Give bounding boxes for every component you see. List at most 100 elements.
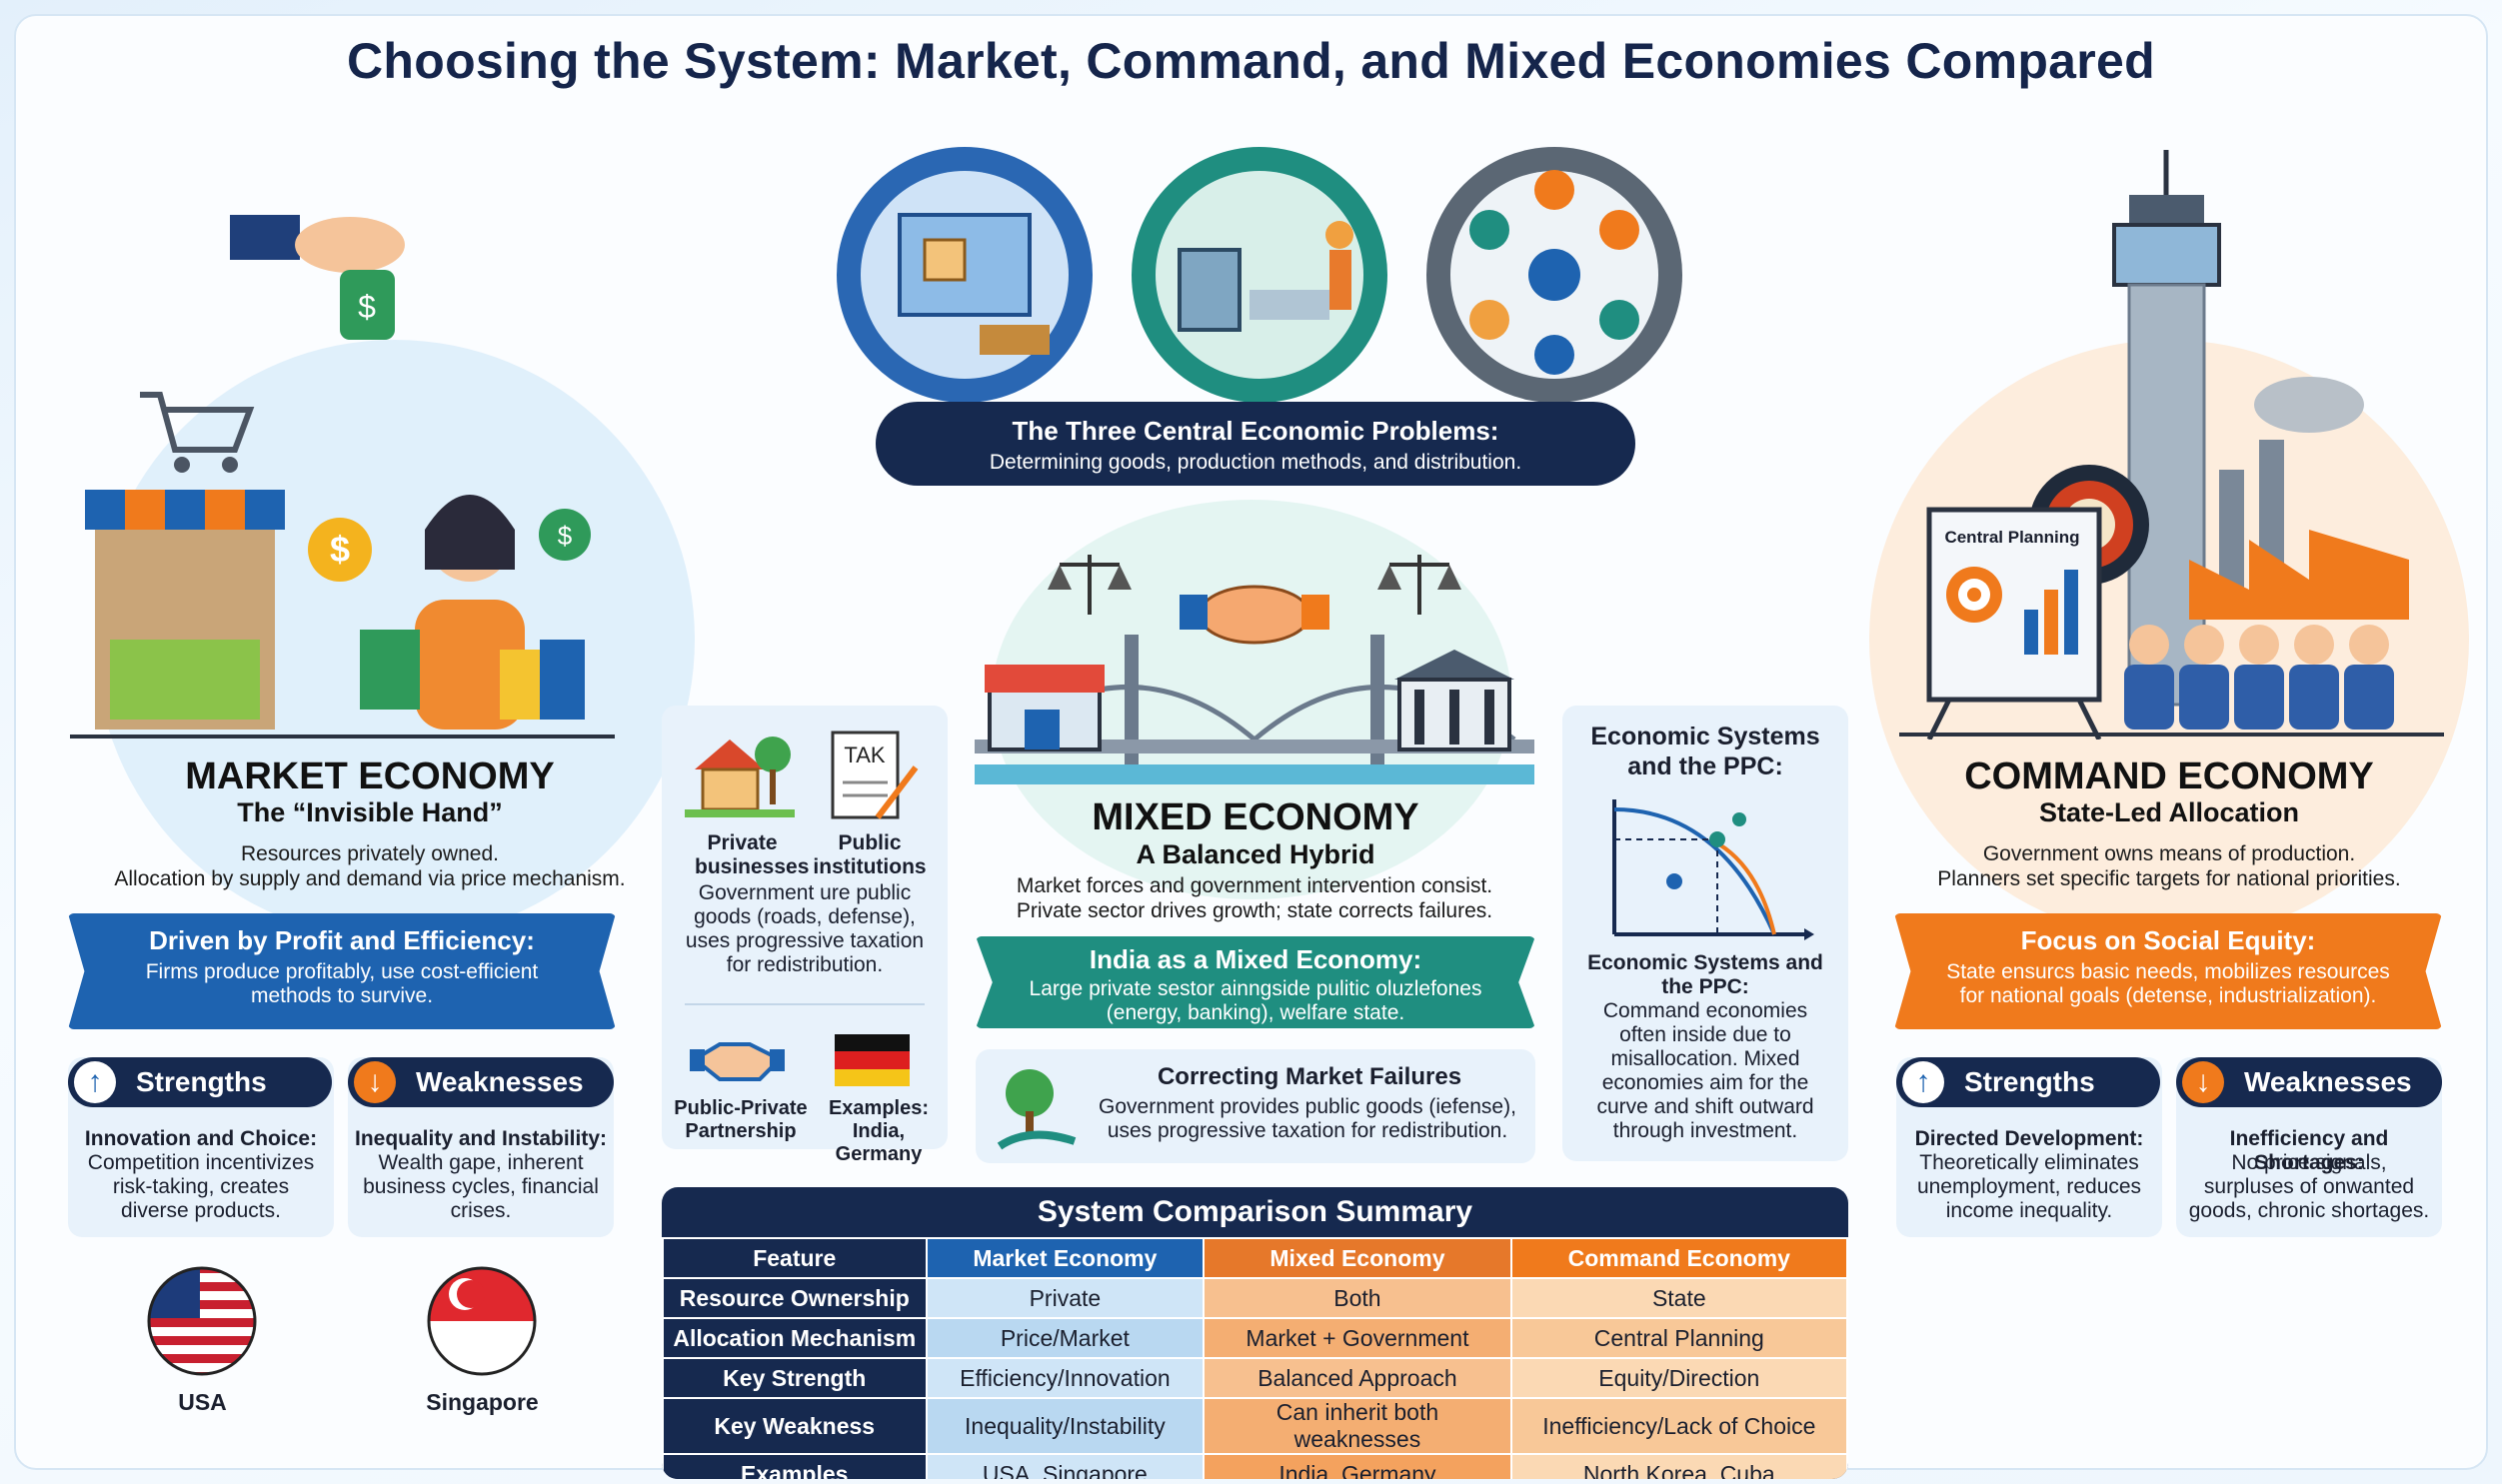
table-cell: Price/Market bbox=[925, 1317, 1206, 1359]
table-cell: State bbox=[1509, 1277, 1848, 1319]
summary-title: System Comparison Summary bbox=[1037, 1195, 1473, 1228]
summary-table: Feature Market Economy Mixed Economy Com… bbox=[662, 1237, 1848, 1479]
command-strengths-title: Directed Development: bbox=[1914, 1127, 2144, 1150]
handshake-icon bbox=[690, 1042, 785, 1081]
tree-road-icon bbox=[997, 1069, 1077, 1150]
command-desc-1: Government owns means of production. bbox=[1982, 842, 2356, 865]
market-failures-title: Correcting Market Failures bbox=[1157, 1063, 1462, 1090]
hand-money-icon: $ bbox=[230, 215, 405, 340]
svg-text:$: $ bbox=[358, 289, 376, 325]
command-economy-illustration bbox=[1899, 150, 2444, 740]
table-cell: Equity/Direction bbox=[1509, 1357, 1848, 1399]
table-cell: North Korea, Cuba bbox=[1509, 1453, 1848, 1479]
market-economy-illustration: $ $ $ bbox=[70, 215, 615, 739]
germany-flag-icon bbox=[835, 1034, 910, 1086]
table-cell: USA, Singapore bbox=[925, 1453, 1206, 1479]
usa-label: USA bbox=[178, 1389, 227, 1415]
header-cell-mixed: Mixed Economy bbox=[1203, 1237, 1512, 1279]
people-network-gear-icon bbox=[1426, 147, 1682, 403]
singapore-flag-icon bbox=[427, 1266, 537, 1376]
row-label: Key Strength bbox=[662, 1357, 928, 1399]
mixed-economy-bridge-illustration bbox=[975, 555, 1534, 784]
india-mixed-banner: India as a Mixed Economy: Large private … bbox=[976, 936, 1535, 1028]
row-label: Key Weakness bbox=[662, 1397, 928, 1455]
center-handshake-icon bbox=[1180, 585, 1329, 645]
shopping-cart-icon bbox=[140, 392, 255, 473]
three-problems-banner: The Three Central Economic Problems: Det… bbox=[876, 402, 1635, 486]
factory-gear-icon bbox=[1132, 147, 1387, 403]
table-cell: Inefficiency/Lack of Choice bbox=[1509, 1397, 1848, 1455]
speech-dollar-icon: $ bbox=[539, 509, 591, 561]
svg-text:$: $ bbox=[330, 529, 350, 570]
market-failures-body: Government provides public goods (iefens… bbox=[1099, 1095, 1516, 1142]
command-subheading: State-Led Allocation bbox=[2038, 797, 2300, 827]
mixed-desc-1: Market forces and government interventio… bbox=[1016, 874, 1493, 897]
three-problems-title: The Three Central Economic Problems: bbox=[1012, 416, 1499, 446]
mixed-desc-2: Private sector drives growth; state corr… bbox=[1016, 899, 1493, 922]
three-problems-gears-illustration bbox=[837, 147, 1682, 403]
command-banner-body: State ensurcs basic needs, mobilizes res… bbox=[1946, 960, 2390, 1007]
comparison-summary: System Comparison Summary Feature Market… bbox=[662, 1187, 1848, 1479]
row-label: Allocation Mechanism bbox=[662, 1317, 928, 1359]
card-divider bbox=[685, 1003, 925, 1005]
government-building-icon bbox=[1394, 650, 1514, 751]
command-strengths-pill: ↑ Strengths bbox=[1896, 1057, 2160, 1107]
table-row: Resource Ownership Private Both State bbox=[662, 1277, 1848, 1319]
market-profit-banner: Driven by Profit and Efficiency: Firms p… bbox=[68, 913, 616, 1029]
market-weaknesses-pill: ↓ Weaknesses bbox=[348, 1057, 614, 1107]
workers-group-icon bbox=[2124, 625, 2394, 730]
command-strengths-label: Strengths bbox=[1964, 1066, 2095, 1097]
market-strengths-pill: ↑ Strengths bbox=[68, 1057, 332, 1107]
market-banner-title: Driven by Profit and Efficiency: bbox=[149, 925, 535, 955]
table-cell: Balanced Approach bbox=[1203, 1357, 1512, 1399]
table-row: Allocation Mechanism Price/Market Market… bbox=[662, 1317, 1848, 1359]
scales-left-icon bbox=[1048, 555, 1132, 615]
table-cell: Inequality/Instability bbox=[925, 1397, 1206, 1455]
market-banner-body: Firms produce profitably, use cost-effic… bbox=[145, 960, 539, 1007]
three-problems-body: Determining goods, production methods, a… bbox=[989, 451, 1522, 474]
market-strengths-label: Strengths bbox=[136, 1066, 267, 1097]
market-strengths-body: Competition incentivizes risk-taking, cr… bbox=[87, 1151, 315, 1222]
india-banner-body: Large private sestor ainngside pulitic o… bbox=[1029, 977, 1482, 1024]
tax-document-icon: TAK bbox=[831, 731, 919, 819]
command-weaknesses-pill: ↓ Weaknesses bbox=[2176, 1057, 2442, 1107]
svg-text:$: $ bbox=[558, 521, 573, 551]
table-cell: Private bbox=[925, 1277, 1206, 1319]
market-weaknesses-label: Weaknesses bbox=[416, 1066, 584, 1097]
table-cell: Can inherit both weaknesses bbox=[1203, 1397, 1512, 1455]
arrow-down-icon: ↓ bbox=[2182, 1061, 2224, 1103]
ppc-title: Economic Systems and the PPC: bbox=[1590, 723, 1820, 780]
header-cell-feature: Feature bbox=[662, 1237, 928, 1279]
singapore-label: Singapore bbox=[426, 1389, 539, 1415]
scales-right-icon bbox=[1377, 555, 1461, 615]
arrow-up-icon: ↑ bbox=[1902, 1061, 1944, 1103]
ppp-label: Public-Private Partnership bbox=[674, 1097, 808, 1142]
arrow-down-icon: ↓ bbox=[354, 1061, 396, 1103]
command-equity-banner: Focus on Social Equity: State ensurcs ba… bbox=[1894, 913, 2442, 1029]
tax-label: TAK bbox=[844, 742, 885, 767]
row-label: Examples bbox=[662, 1453, 928, 1479]
market-strengths-title: Innovation and Choice: bbox=[84, 1127, 318, 1150]
command-banner-title: Focus on Social Equity: bbox=[2020, 925, 2316, 955]
command-strengths-body: Theoretically eliminates unemployment, r… bbox=[1916, 1151, 2142, 1222]
market-failures-card bbox=[976, 1049, 1535, 1163]
table-row: Examples USA, Singapore India, Germany N… bbox=[662, 1453, 1848, 1479]
table-cell: Efficiency/Innovation bbox=[925, 1357, 1206, 1399]
examples-label: Examples: India, Germany bbox=[828, 1097, 930, 1165]
command-weaknesses-body: No price signals, surpluses of onwanted … bbox=[2188, 1151, 2430, 1222]
shop-icon bbox=[985, 665, 1105, 751]
command-weaknesses-title: Inefficiency and Shortages: bbox=[2229, 1127, 2389, 1174]
market-weaknesses-title: Inequality and Instability: bbox=[354, 1127, 608, 1150]
house-tree-icon bbox=[685, 737, 795, 817]
page-title: Choosing the System: Market, Command, an… bbox=[346, 33, 2155, 89]
coin-icon: $ bbox=[308, 518, 372, 582]
ppc-body: Command economies often inside due to mi… bbox=[1596, 999, 1814, 1142]
blueprint-gear-icon bbox=[837, 147, 1093, 403]
table-cell: Central Planning bbox=[1509, 1317, 1848, 1359]
arrow-up-icon: ↑ bbox=[74, 1061, 116, 1103]
usa-flag-icon bbox=[147, 1266, 257, 1376]
table-header-row: Feature Market Economy Mixed Economy Com… bbox=[662, 1237, 1848, 1279]
mixed-subheading: A Balanced Hybrid bbox=[1136, 839, 1375, 869]
market-stall-icon bbox=[85, 490, 285, 730]
table-row: Key Strength Efficiency/Innovation Balan… bbox=[662, 1357, 1848, 1399]
